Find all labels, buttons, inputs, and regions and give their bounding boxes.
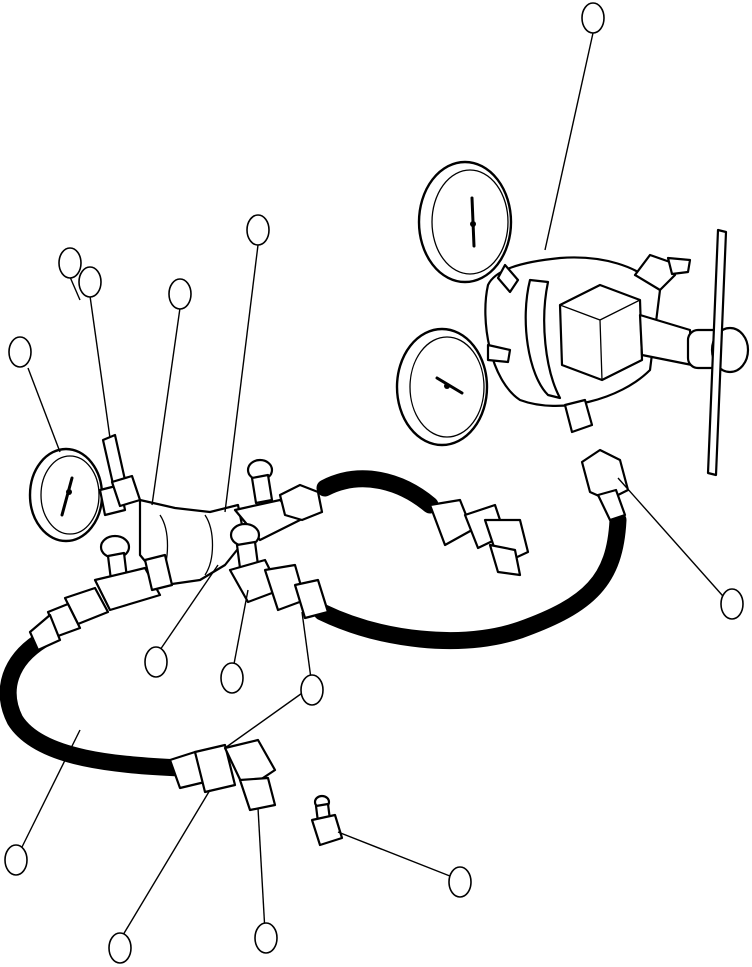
callout-circle[interactable]: [144, 646, 168, 678]
loose-fitting: [310, 794, 344, 847]
lower-hose: [0, 631, 189, 777]
callout-circle[interactable]: [108, 932, 132, 964]
regulator-upper-gauge-icon: [417, 160, 520, 294]
upper-hose-end-fitting: [428, 498, 530, 577]
upper-hose: [316, 470, 439, 514]
manifold-block: [28, 433, 330, 652]
callout-circle[interactable]: [220, 662, 244, 694]
callout-circle[interactable]: [8, 336, 32, 368]
callout-circle[interactable]: [254, 922, 278, 954]
callouts: [4, 2, 744, 964]
hoses: [0, 470, 627, 777]
callout-circle[interactable]: [168, 278, 192, 310]
callout-circle[interactable]: [300, 674, 324, 706]
callout-circle[interactable]: [448, 866, 472, 898]
callout-circle[interactable]: [581, 2, 605, 34]
pressure-regulator: [395, 160, 750, 477]
right-hose: [313, 511, 627, 649]
callout-circle[interactable]: [4, 844, 28, 876]
regulator-lower-gauge-icon: [395, 327, 512, 447]
regulator-outlet-fitting: [580, 448, 630, 522]
callout-leaders: [21, 32, 731, 941]
manifold-gauge-icon: [28, 447, 127, 543]
callout-circle[interactable]: [720, 588, 744, 620]
callout-circle[interactable]: [58, 247, 82, 279]
lower-hose-end-fitting: [168, 738, 277, 812]
callout-circle[interactable]: [246, 214, 270, 246]
callout-circle[interactable]: [78, 266, 102, 298]
